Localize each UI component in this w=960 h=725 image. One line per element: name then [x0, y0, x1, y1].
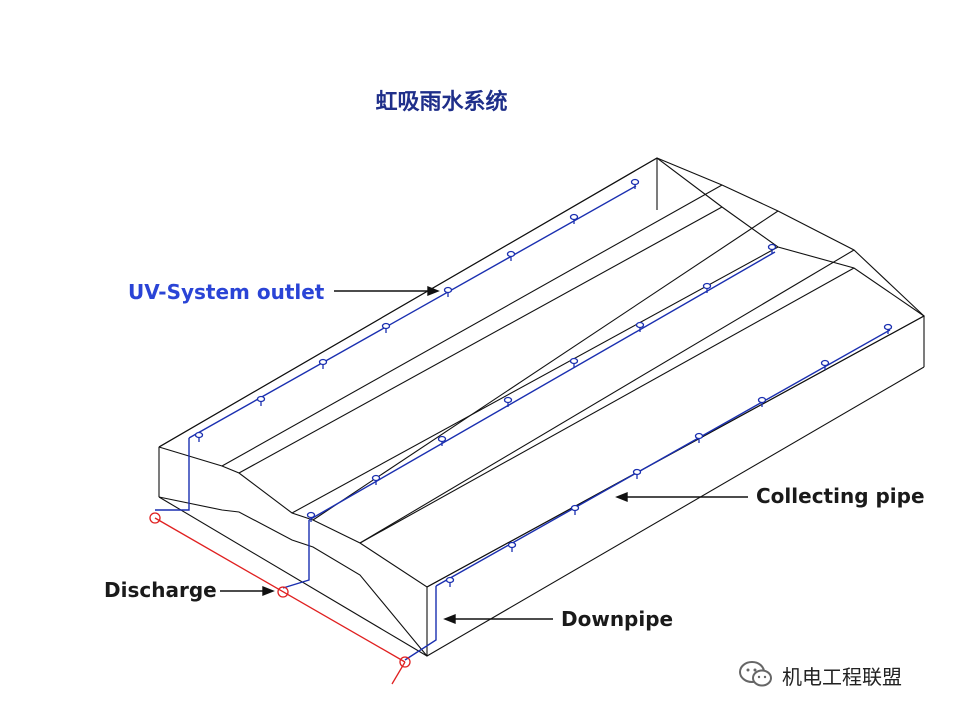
uv-outlet-1-3	[318, 358, 328, 369]
arrow-collect	[615, 491, 628, 503]
watermark-text: 机电工程联盟	[782, 664, 902, 689]
uv-outlet-2-5	[569, 357, 579, 368]
valley-line-2	[312, 210, 779, 521]
label-uv-outlet: UV-System outlet	[128, 280, 325, 304]
uv-outlet-1-1	[194, 431, 204, 442]
uv-outlet-1-2	[256, 395, 266, 406]
label-collecting-pipe: Collecting pipe	[756, 484, 925, 508]
uv-outlet-3-6	[757, 396, 767, 407]
leader-lines	[220, 285, 748, 625]
uv-outlet-3-4	[632, 468, 642, 479]
uv-outlet-3-8	[883, 323, 893, 334]
downpipe-2	[282, 520, 310, 589]
uv-outlet-1-5	[443, 286, 453, 297]
wechat-icon	[739, 661, 772, 687]
uv-outlet-3-5	[694, 432, 704, 443]
front-wall-top	[158, 496, 428, 657]
uv-outlet-2-6	[635, 321, 645, 332]
collecting-pipe-2	[308, 251, 776, 521]
collecting-pipe-1	[188, 185, 637, 439]
discharge-node-1	[149, 512, 161, 524]
uv-outlet-1-6	[506, 250, 516, 261]
back-gutter	[158, 157, 658, 448]
uv-outlet-1-4	[381, 322, 391, 333]
uv-outlet-2-2	[371, 474, 381, 485]
uv-outlet-2-1	[306, 511, 316, 522]
uv-outlet-2-3	[437, 435, 447, 446]
uv-outlet-2-4	[503, 396, 513, 407]
ridge-line-2	[238, 206, 723, 474]
arrow-discharge	[262, 585, 275, 597]
back-gable-edge	[656, 157, 925, 317]
ridge-line-1	[221, 184, 723, 467]
arrow-downpipe	[443, 613, 456, 625]
downpipe-3	[404, 586, 437, 661]
label-discharge: Discharge	[104, 578, 217, 602]
outlets	[194, 178, 893, 587]
uv-outlet-2-8	[767, 243, 777, 254]
uv-outlet-3-3	[570, 504, 580, 515]
arrow-uv	[427, 285, 440, 297]
watermark: 机电工程联盟	[738, 660, 902, 690]
downpipe-1	[155, 438, 190, 511]
uv-outlet-1-8	[630, 178, 640, 189]
discharge-node-3	[399, 656, 411, 668]
ridge-line-3	[359, 267, 855, 544]
uv-outlet-1-7	[569, 213, 579, 224]
label-downpipe: Downpipe	[561, 607, 674, 631]
uv-outlet-3-1	[445, 576, 455, 587]
discharge-tail	[391, 661, 406, 685]
front-base-line	[158, 366, 925, 657]
ridge-line-4	[359, 249, 855, 544]
discharge-line	[149, 512, 411, 685]
discharge-main	[154, 517, 406, 663]
uv-outlet-2-7	[702, 282, 712, 293]
discharge-node-2	[277, 586, 289, 598]
uv-outlet-3-2	[507, 541, 517, 552]
valley-line-1	[291, 246, 779, 514]
roof-outline	[158, 157, 926, 657]
uv-outlet-3-7	[820, 359, 830, 370]
page-title: 虹吸雨水系统	[375, 89, 508, 115]
